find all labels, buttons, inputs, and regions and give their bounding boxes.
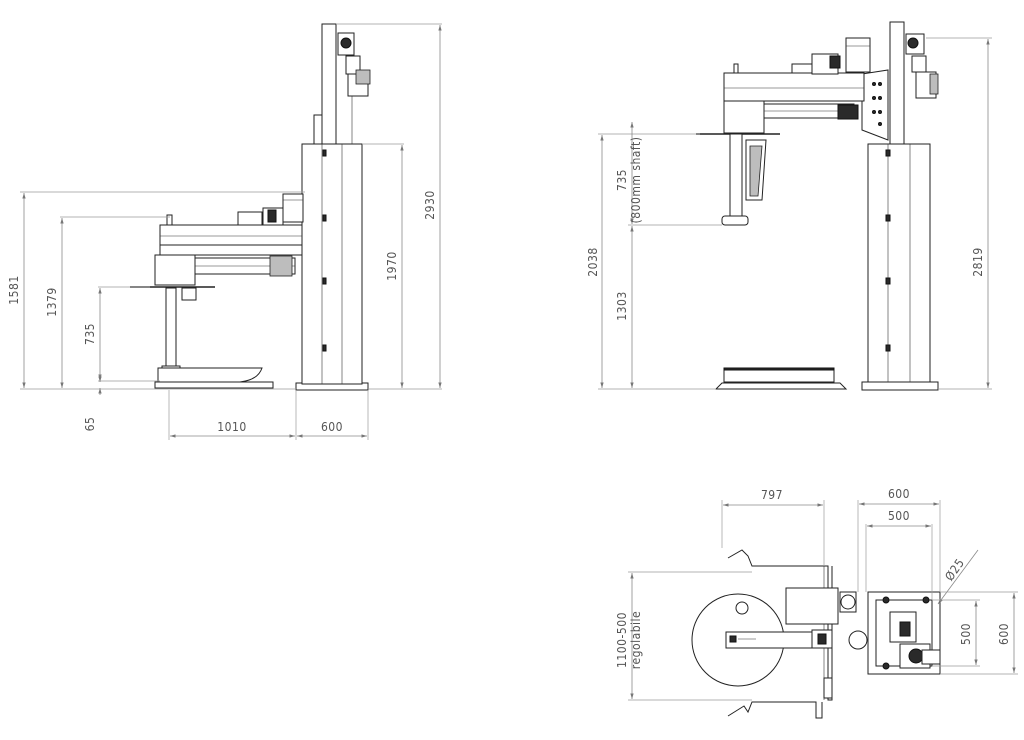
dim-1379: 1379	[45, 287, 59, 316]
dim-1010: 1010	[217, 420, 246, 434]
dim-735-front: 735	[615, 169, 629, 191]
front-column-base	[861, 381, 939, 391]
top-view: 797 600 500 Ø25 500 600 1100-500 regolab…	[615, 487, 1018, 719]
dim-2038: 2038	[586, 247, 600, 276]
dim-735: 735	[83, 323, 97, 345]
mast	[321, 23, 337, 145]
dim-797: 797	[761, 488, 783, 502]
front-arm-motor	[845, 37, 871, 73]
top-motor-box	[785, 587, 839, 625]
dim-1303: 1303	[615, 291, 629, 320]
top-arm	[725, 631, 827, 649]
dim-500-top: 500	[888, 509, 910, 523]
arm-motor	[282, 193, 304, 223]
dim-2930: 2930	[423, 190, 437, 219]
dim-600: 600	[321, 420, 343, 434]
arm	[159, 224, 303, 246]
column	[301, 143, 363, 385]
dim-800mm-shaft: (800mm shaft)	[629, 137, 643, 224]
pressing-shaft	[165, 287, 177, 369]
dim-regolabile: regolabile	[629, 611, 643, 669]
head-block	[154, 254, 196, 286]
side-view: 1581 1379 735 65 1970 2930 1010 600	[7, 23, 442, 440]
front-pressing-foot	[721, 215, 749, 226]
carriage-plate	[861, 69, 889, 141]
front-mast	[889, 21, 905, 145]
turntable	[157, 367, 263, 383]
dim-600-top: 600	[888, 487, 910, 501]
front-arm	[723, 72, 865, 102]
dim-1581: 1581	[7, 275, 21, 304]
dim-65: 65	[83, 417, 97, 432]
dim-line-diameter	[937, 549, 979, 605]
dim-600-right: 600	[997, 623, 1011, 645]
front-shaft	[729, 133, 743, 217]
dim-2819: 2819	[971, 247, 985, 276]
front-view: 2038 735 (800mm shaft) 1303 2819	[586, 21, 992, 391]
dim-1100-500: 1100-500	[615, 612, 629, 668]
dim-500-right: 500	[959, 623, 973, 645]
adjustable-frame	[727, 549, 833, 701]
front-column	[867, 143, 931, 383]
dim-1970: 1970	[385, 251, 399, 280]
